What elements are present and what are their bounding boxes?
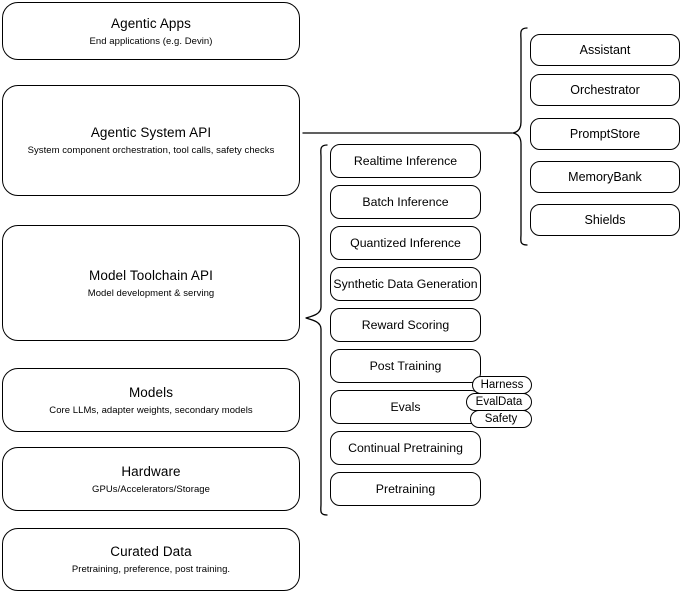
layer-curated-data[interactable]: Curated Data Pretraining, preference, po… — [2, 528, 300, 591]
evals-subitem-label: EvalData — [475, 396, 523, 408]
toolchain-item-reward-scoring[interactable]: Reward Scoring — [330, 308, 481, 342]
toolchain-item-continual-pretraining[interactable]: Continual Pretraining — [330, 431, 481, 465]
toolchain-item-label: Realtime Inference — [353, 154, 458, 168]
toolchain-item-label: Pretraining — [375, 482, 436, 496]
layer-models[interactable]: Models Core LLMs, adapter weights, secon… — [2, 368, 300, 432]
toolchain-item-pretraining[interactable]: Pretraining — [330, 472, 481, 506]
evals-subitem-harness[interactable]: Harness — [472, 376, 532, 394]
layer-title: Hardware — [121, 463, 181, 479]
system-item-label: MemoryBank — [568, 170, 642, 184]
layer-agentic-apps[interactable]: Agentic Apps End applications (e.g. Devi… — [2, 2, 300, 60]
layer-subtitle: System component orchestration, tool cal… — [27, 145, 275, 156]
layer-title: Models — [128, 384, 174, 400]
layer-subtitle: Core LLMs, adapter weights, secondary mo… — [49, 404, 253, 416]
toolchain-item-label: Synthetic Data Generation — [333, 277, 478, 291]
layer-title: Curated Data — [110, 544, 192, 559]
layer-subtitle: GPUs/Accelerators/Storage — [92, 483, 210, 495]
evals-subitem-label: Harness — [480, 379, 524, 391]
toolchain-item-evals[interactable]: Evals — [330, 390, 481, 424]
layer-hardware[interactable]: Hardware GPUs/Accelerators/Storage — [2, 447, 300, 511]
layer-subtitle: Model development & serving — [87, 287, 215, 299]
evals-subitem-safety[interactable]: Safety — [470, 410, 532, 428]
toolchain-item-label: Continual Pretraining — [348, 441, 463, 455]
layer-subtitle: End applications (e.g. Devin) — [89, 35, 213, 47]
evals-subitem-evaldata[interactable]: EvalData — [466, 393, 532, 411]
toolchain-item-realtime-inference[interactable]: Realtime Inference — [330, 144, 481, 178]
toolchain-item-label: Reward Scoring — [361, 318, 450, 332]
toolchain-item-batch-inference[interactable]: Batch Inference — [330, 185, 481, 219]
toolchain-item-label: Evals — [390, 400, 421, 414]
layer-model-toolchain-api[interactable]: Model Toolchain API Model development & … — [2, 225, 300, 341]
system-item-promptstore[interactable]: PromptStore — [530, 118, 680, 150]
system-item-label: PromptStore — [569, 127, 641, 141]
system-item-shields[interactable]: Shields — [530, 204, 680, 236]
toolchain-item-label: Post Training — [369, 359, 442, 373]
brace-system-components — [512, 27, 528, 246]
system-item-label: Assistant — [579, 43, 631, 57]
toolchain-item-post-training[interactable]: Post Training — [330, 349, 481, 383]
toolchain-item-quantized-inference[interactable]: Quantized Inference — [330, 226, 481, 260]
layer-agentic-system-api[interactable]: Agentic System API System component orch… — [2, 85, 300, 196]
system-item-assistant[interactable]: Assistant — [530, 34, 680, 66]
system-item-orchestrator[interactable]: Orchestrator — [530, 74, 680, 106]
toolchain-item-label: Quantized Inference — [350, 236, 461, 250]
layer-subtitle: Pretraining, preference, post training. — [71, 564, 231, 575]
toolchain-item-synthetic-data-generation[interactable]: Synthetic Data Generation — [330, 267, 481, 301]
layer-title: Agentic System API — [90, 125, 212, 140]
system-item-memorybank[interactable]: MemoryBank — [530, 161, 680, 193]
system-item-label: Orchestrator — [570, 83, 640, 97]
brace-toolchain-components — [305, 144, 328, 516]
layer-title: Agentic Apps — [110, 15, 191, 31]
toolchain-item-label: Batch Inference — [362, 195, 449, 209]
system-item-label: Shields — [584, 213, 626, 227]
layer-title: Model Toolchain API — [89, 267, 213, 283]
evals-subitem-label: Safety — [484, 413, 518, 425]
